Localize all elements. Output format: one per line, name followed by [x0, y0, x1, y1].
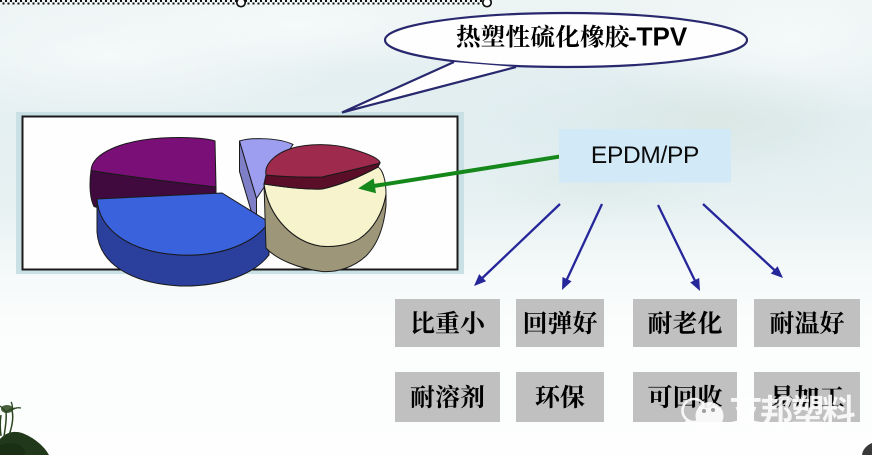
- svg-text:EPDM/PP: EPDM/PP: [591, 142, 699, 169]
- svg-text:-TPV: -TPV: [628, 22, 688, 52]
